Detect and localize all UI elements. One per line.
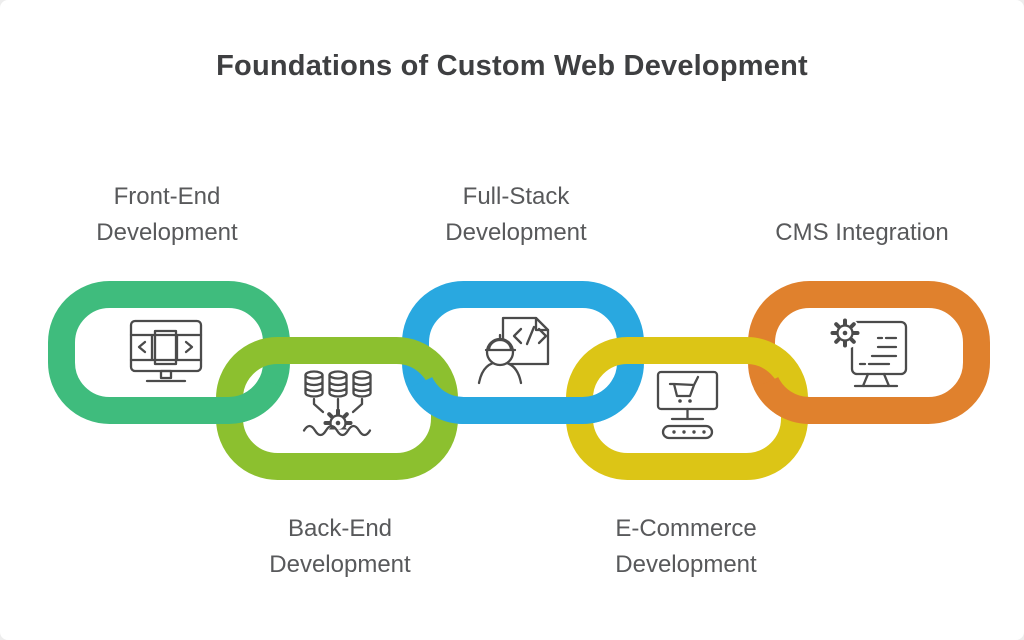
label-full-stack-development: Full-Stack Development (445, 183, 587, 246)
online-store-icon (656, 370, 719, 440)
label-e-commerce-development: E-Commerce Development (615, 515, 757, 578)
label-front-end-development: Front-End Development (96, 183, 238, 246)
label-back-end-development: Back-End Development (269, 515, 411, 578)
link-weave-overlay-full-stack-right (558, 376, 639, 424)
label-cms-integration: CMS Integration (775, 219, 949, 246)
link-weave-overlay-front-end (200, 376, 285, 424)
page-title: Foundations of Custom Web Development (216, 50, 808, 82)
link-weave-overlay-cms (753, 376, 833, 424)
gear-monitor-icon (829, 317, 908, 388)
browser-layout-icon (129, 319, 203, 383)
database-processing-icon (300, 370, 376, 447)
link-weave-overlay-full-stack-left (407, 376, 487, 424)
developer-code-document-icon (477, 316, 550, 385)
